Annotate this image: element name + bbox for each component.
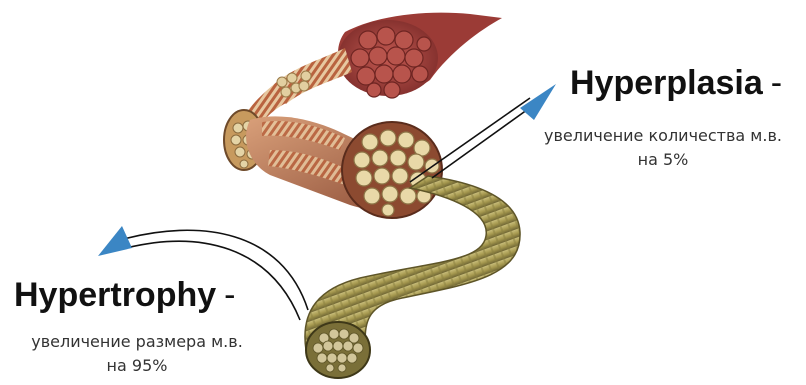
hypertrophy-heading: Hypertrophy-: [14, 276, 235, 315]
whole-muscle: [338, 13, 502, 98]
hypertrophy-dash: -: [224, 276, 235, 314]
hyperplasia-desc-line1: увеличение количества м.в.: [520, 124, 806, 148]
hyperplasia-desc-line2: на 5%: [520, 148, 806, 172]
hyperplasia-dash: -: [771, 64, 782, 102]
hypertrophy-desc-line2: на 95%: [6, 354, 268, 378]
hyperplasia-label: Hyperplasia: [570, 64, 763, 102]
arrow-up-left-icon: [98, 226, 132, 256]
hyperplasia-description: увеличение количества м.в. на 5%: [520, 124, 806, 172]
hypertrophy-desc-line1: увеличение размера м.в.: [6, 330, 268, 354]
hyperplasia-heading: Hyperplasia-: [570, 64, 782, 103]
hypertrophy-label: Hypertrophy: [14, 276, 216, 314]
muscle-fiber: [246, 116, 442, 218]
hypertrophy-description: увеличение размера м.в. на 95%: [6, 330, 268, 378]
